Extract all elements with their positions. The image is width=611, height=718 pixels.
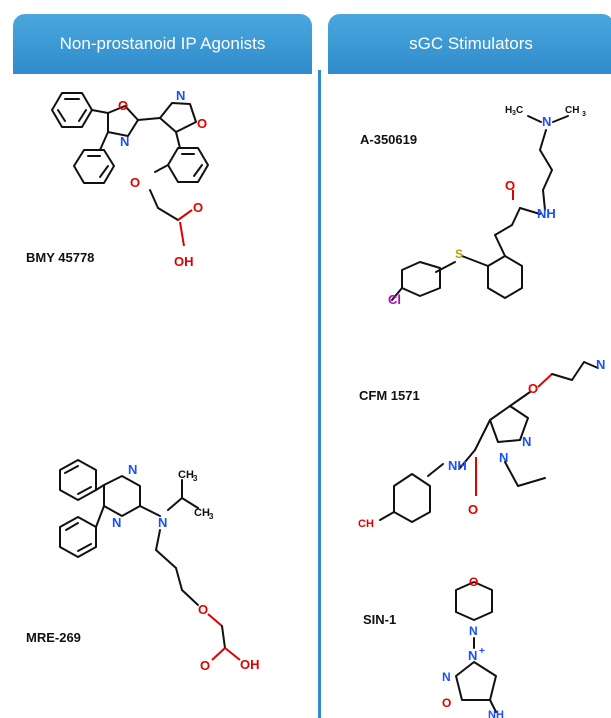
atom-label: CH	[178, 469, 194, 481]
atom-label: N	[596, 357, 605, 372]
atom-label: 3	[582, 111, 586, 118]
atom-label: 3	[193, 474, 198, 483]
atom-label: CH	[565, 105, 579, 116]
atom-label: OH	[240, 657, 260, 672]
atom-label: H	[505, 105, 512, 116]
header-underline-left	[13, 70, 312, 73]
atom-label: N	[469, 624, 478, 638]
compound-label-cfm-1571: CFM 1571	[359, 388, 420, 403]
atom-label: CH	[194, 507, 210, 519]
atom-o: O	[197, 116, 207, 131]
atom-o: O	[130, 175, 140, 190]
atom-label: Cl	[388, 292, 401, 307]
compound-label-bmy-45778: BMY 45778	[26, 250, 95, 265]
compound-label-mre-269: MRE-269	[26, 630, 81, 645]
atom-n: N	[176, 88, 185, 103]
atom-label: O	[200, 658, 210, 673]
atom-label: N	[499, 450, 508, 465]
atom-o: O	[118, 98, 128, 113]
atom-label: N	[128, 462, 137, 477]
atom-oh: OH	[174, 254, 194, 269]
atom-label: +	[479, 646, 485, 657]
header-sgc-stimulators: sGC Stimulators	[328, 14, 611, 74]
atom-label: NH	[537, 206, 556, 221]
header-right-label: sGC Stimulators	[409, 34, 533, 53]
atom-label: O	[198, 602, 208, 617]
atom-label: N	[112, 515, 121, 530]
atom-label: N	[468, 648, 477, 663]
atom-label: N	[158, 515, 167, 530]
atom-label: 3	[209, 512, 214, 521]
atom-label: C	[516, 105, 523, 116]
atom-label: N	[542, 114, 551, 129]
header-non-prostanoid-ip-agonists: Non-prostanoid IP Agonists	[13, 14, 312, 74]
atom-label: CH	[358, 518, 374, 530]
atom-label: N	[442, 670, 451, 684]
compound-label-a-350619: A-350619	[360, 132, 418, 147]
atom-label: O	[528, 381, 538, 396]
atom-o: O	[193, 200, 203, 215]
atom-label: O	[442, 696, 451, 710]
column-divider	[318, 70, 321, 718]
atom-label: NH	[488, 709, 504, 718]
atom-label: S	[455, 247, 463, 261]
compound-label-sin-1: SIN-1	[363, 612, 397, 627]
atom-label: 3	[512, 110, 516, 117]
atom-n: N	[120, 134, 129, 149]
atom-label: O	[468, 502, 478, 517]
atom-label: NH	[448, 458, 467, 473]
atom-label: O	[469, 575, 478, 589]
atom-label: O	[505, 178, 515, 193]
header-left-label: Non-prostanoid IP Agonists	[59, 34, 266, 53]
atom-label: N	[522, 434, 531, 449]
header-underline-right	[328, 70, 611, 73]
